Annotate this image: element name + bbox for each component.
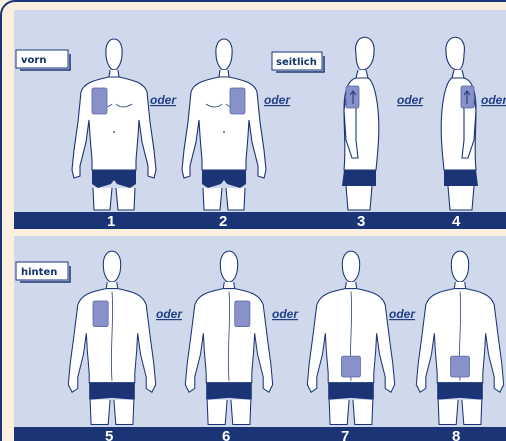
oder-label-1: oder <box>150 93 177 107</box>
patch-2 <box>230 88 245 114</box>
label-vorn: vorn <box>21 55 46 66</box>
oder-label-7: oder <box>389 307 416 321</box>
figure-number-8: 8 <box>452 428 460 441</box>
figure-number-7: 7 <box>341 428 349 441</box>
oder-label-5: oder <box>156 307 183 321</box>
figure-number-2: 2 <box>219 213 227 230</box>
oder-label-2: oder <box>264 93 291 107</box>
figure-number-1: 1 <box>107 213 115 230</box>
patch-7 <box>342 356 361 377</box>
patch-5 <box>93 301 108 327</box>
figure-number-6: 6 <box>222 428 230 441</box>
figure-number-5: 5 <box>105 428 113 441</box>
oder-label-4: oder <box>481 93 506 107</box>
figure-number-3: 3 <box>357 213 365 230</box>
patch-8 <box>451 356 470 377</box>
patch-1 <box>92 88 107 114</box>
oder-label-3: oder <box>397 93 424 107</box>
bottom-number-band <box>14 427 506 441</box>
label-seitlich: seitlich <box>276 57 317 68</box>
figure-number-4: 4 <box>452 213 461 230</box>
top-number-band <box>14 212 506 229</box>
patch-6 <box>235 301 250 327</box>
label-hinten: hinten <box>21 267 57 278</box>
oder-label-6: oder <box>272 307 299 321</box>
